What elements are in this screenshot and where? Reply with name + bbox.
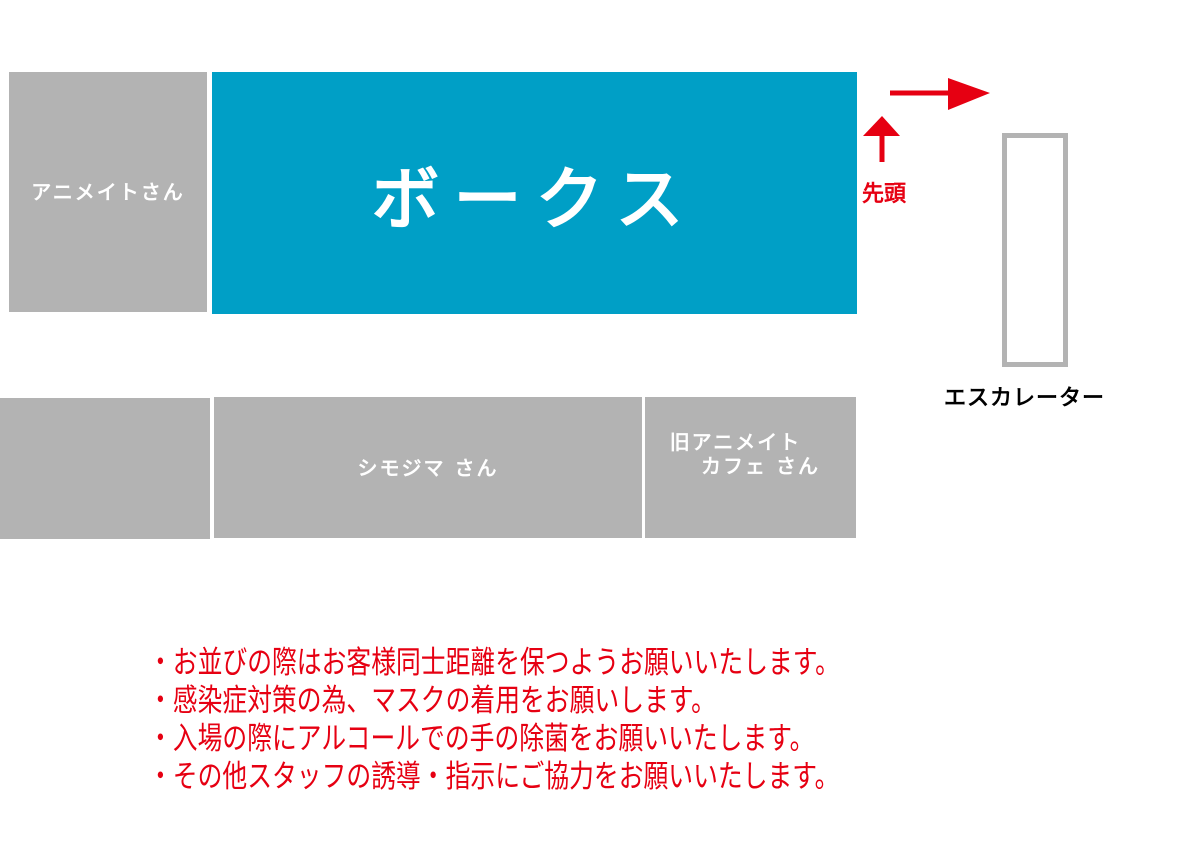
store-old-cafe-line2: カフェ さん <box>701 454 820 478</box>
notice-item: ・お並びの際はお客様同士距離を保つようお願いいたします。 <box>148 645 840 681</box>
store-old-cafe-line1: 旧アニメイト <box>669 430 802 454</box>
store-box: ボークス <box>212 72 857 314</box>
store-old-animate-cafe: 旧アニメイト カフェ さん <box>645 397 856 538</box>
notice-item: ・入場の際にアルコールでの手の除菌をお願いいたします。 <box>148 721 815 757</box>
store-shimojima: シモジマ さん <box>214 397 642 538</box>
arrow-right-icon <box>890 78 990 110</box>
store-unnamed <box>0 398 210 539</box>
notice-list: ・お並びの際はお客様同士距離を保つようお願いいたします。 ・感染症対策の為、マス… <box>148 644 840 796</box>
notice-item: ・その他スタッフの誘導・指示にご協力をお願いいたします。 <box>148 759 840 795</box>
escalator-shape <box>1002 133 1068 367</box>
escalator-label: エスカレーター <box>944 386 1106 411</box>
store-shimojima-label: シモジマ さん <box>357 455 499 480</box>
store-box-label: ボークス <box>371 160 698 240</box>
arrow-up-icon <box>863 116 900 162</box>
head-label: 先頭 <box>862 182 907 207</box>
direction-arrows <box>863 78 990 162</box>
notice-item: ・感染症対策の為、マスクの着用をお願いします。 <box>148 683 716 719</box>
store-animate-label: アニメイトさん <box>31 180 185 204</box>
store-animate: アニメイトさん <box>9 72 207 312</box>
